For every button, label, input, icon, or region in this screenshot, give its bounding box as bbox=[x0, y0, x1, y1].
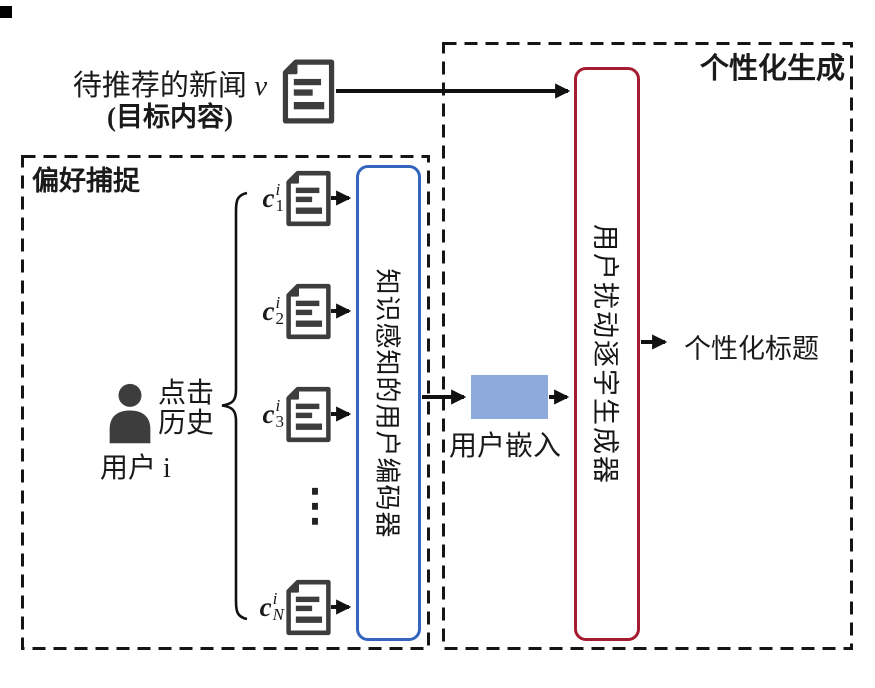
preference-capture-title: 偏好捕捉 bbox=[32, 166, 140, 196]
encoder-label: 知识感知的用户编码器 bbox=[372, 267, 402, 539]
corner-artifact bbox=[0, 6, 12, 18]
clicked-news-document-icon bbox=[285, 578, 332, 637]
clicked-news-label-N: c i N bbox=[259, 589, 284, 624]
clicked-news-ellipsis: ⋮ bbox=[293, 481, 337, 530]
clicked-news-row-N: c i N bbox=[241, 577, 333, 637]
user-embedding-label: 用户嵌入 bbox=[449, 431, 562, 462]
user-label: 用户 i bbox=[100, 453, 171, 484]
clicked-news-document-icon bbox=[285, 385, 332, 444]
click-history-line1: 点击 bbox=[158, 378, 215, 409]
clicked-news-label-1: c i 1 bbox=[262, 180, 284, 215]
clicked-news-row-2: c i 2 bbox=[241, 281, 333, 341]
user-icon bbox=[109, 383, 151, 444]
target-news-subtitle: (目标内容) bbox=[107, 102, 233, 132]
click-history-label: 点击 历史 bbox=[158, 379, 214, 438]
clicked-news-document-icon bbox=[285, 282, 332, 341]
clicked-news-row-3: c i 3 bbox=[241, 384, 333, 444]
target-news-title: 待推荐的新闻 v bbox=[55, 62, 285, 104]
clicked-news-row-1: c i 1 bbox=[241, 168, 333, 228]
clicked-news-document-icon bbox=[285, 169, 332, 228]
user-embedding-rect bbox=[471, 375, 548, 419]
encoder-box: 知识感知的用户编码器 bbox=[356, 165, 421, 641]
target-news-title-text: 待推荐的新闻 bbox=[72, 70, 247, 102]
generator-label: 用户扰动逐字生成器 bbox=[589, 223, 620, 485]
target-news-document-icon bbox=[281, 59, 336, 124]
clicked-news-label-3: c i 3 bbox=[262, 396, 284, 431]
target-news-variable: v bbox=[254, 70, 268, 102]
personalized-generation-title: 个性化生成 bbox=[699, 53, 845, 85]
click-history-line2: 历史 bbox=[158, 407, 215, 439]
output-label: 个性化标题 bbox=[684, 334, 819, 364]
generator-box: 用户扰动逐字生成器 bbox=[574, 67, 640, 641]
clicked-news-label-2: c i 2 bbox=[262, 293, 284, 328]
